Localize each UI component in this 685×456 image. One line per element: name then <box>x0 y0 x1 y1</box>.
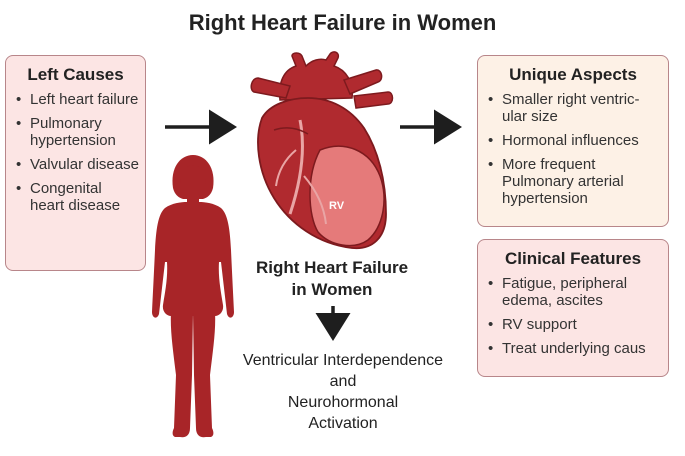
list-item: Valvular disease <box>6 156 145 173</box>
list-item: RV support <box>478 316 668 333</box>
mechanism-line: Neurohormonal <box>287 394 399 411</box>
heart-illustration: RV <box>250 51 394 249</box>
list-item: Pulmonary hypertension <box>6 115 145 149</box>
list-item: More frequent Pulmonary arterial hyperte… <box>478 156 668 207</box>
left-causes-list: Left heart failure Pulmonary hypertensio… <box>6 91 145 214</box>
center-title-line: Right Heart Failure <box>255 258 409 277</box>
mechanism-line: Activation <box>308 415 378 432</box>
rv-label: RV <box>329 200 345 212</box>
unique-aspects-heading: Unique Aspects <box>509 65 637 84</box>
list-item: Smaller right ventric-ular size <box>478 91 668 125</box>
unique-aspects-list: Smaller right ventric-ular size Hormonal… <box>478 91 668 207</box>
center-title: Right Heart Failure in Women <box>222 257 442 301</box>
list-item: Fatigue, peripheral edema, ascites <box>478 275 668 309</box>
woman-silhouette <box>152 155 234 438</box>
page-title: Right Heart Failure in Women <box>188 10 497 35</box>
mechanism-line: and <box>329 373 357 390</box>
list-item: Hormonal influences <box>478 132 668 149</box>
left-causes-box: Left Causes Left heart failure Pulmonary… <box>5 55 146 271</box>
clinical-features-heading: Clinical Features <box>504 249 642 268</box>
clinical-features-box: Clinical Features Fatigue, peripheral ed… <box>477 239 669 377</box>
list-item: Treat underlying caus <box>478 340 668 357</box>
left-causes-heading: Left Causes <box>27 65 124 84</box>
list-item: Congenital heart disease <box>6 180 145 214</box>
clinical-features-list: Fatigue, peripheral edema, ascites RV su… <box>478 275 668 357</box>
unique-aspects-box: Unique Aspects Smaller right ventric-ula… <box>477 55 669 227</box>
mechanism-line: Ventricular Interdependence <box>242 352 444 369</box>
mechanism-text: Ventricular Interdependence and Neurohor… <box>222 350 464 434</box>
list-item: Left heart failure <box>6 91 145 108</box>
center-title-line: in Women <box>291 280 373 299</box>
